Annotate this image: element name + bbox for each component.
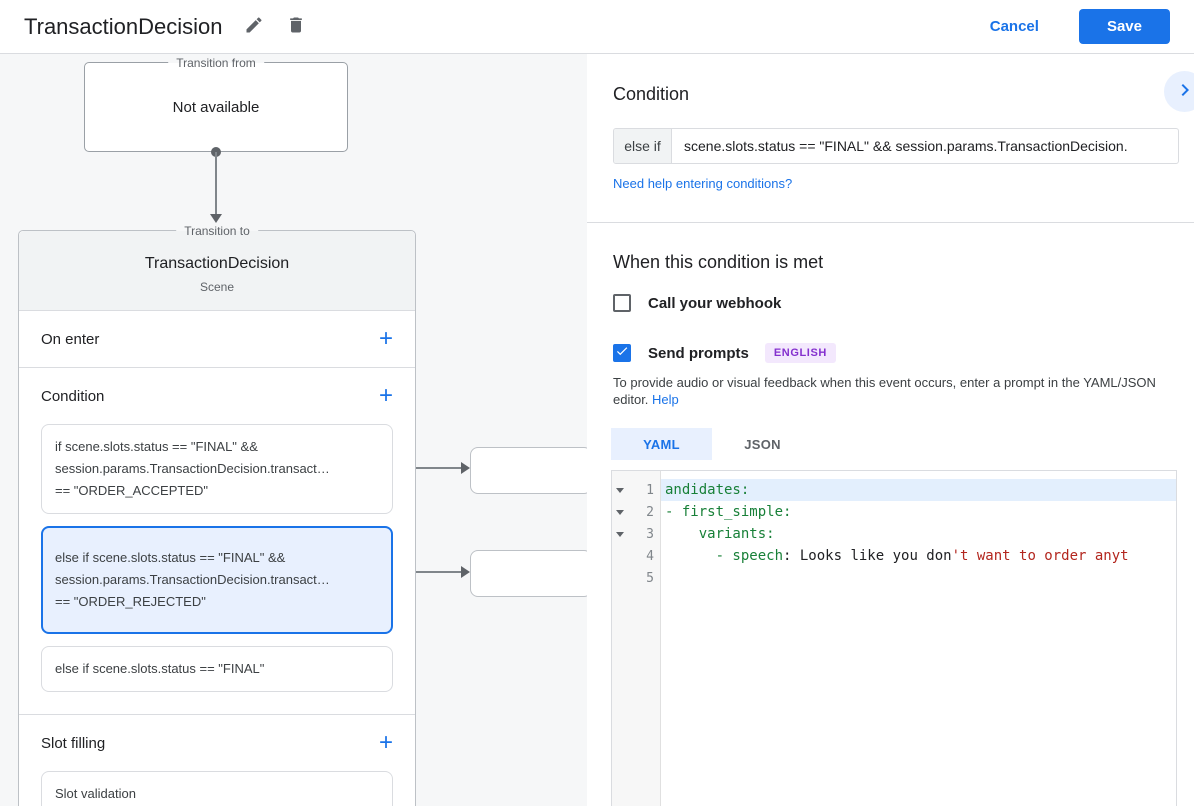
conditions-help-link[interactable]: Need help entering conditions? — [613, 176, 793, 191]
scene-card-header: TransactionDecision Scene — [19, 231, 415, 311]
section-divider — [587, 222, 1194, 223]
scene-card-subtitle: Scene — [199, 280, 235, 294]
condition-section: Condition + if scene.slots.status == "FI… — [19, 368, 415, 715]
arrow-down-icon — [210, 214, 222, 223]
main-area: Transition from Not available Transition… — [0, 54, 1194, 806]
transition-from-value: Not available — [172, 99, 260, 116]
collapse-panel-button[interactable] — [1164, 71, 1194, 112]
language-badge: ENGLISH — [764, 343, 836, 363]
condition-text: == "ORDER_ACCEPTED" — [55, 483, 208, 498]
scene-card-title: TransactionDecision — [144, 255, 290, 272]
arrow-right-icon — [461, 566, 470, 578]
add-condition-button[interactable]: + — [378, 382, 393, 409]
line-number: 5 — [646, 570, 654, 586]
condition-text: if scene.slots.status == "FINAL" && — [55, 439, 258, 454]
code-token: : — [783, 548, 800, 564]
connector-line — [403, 467, 465, 469]
save-button[interactable]: Save — [1078, 9, 1170, 44]
condition-text: else if scene.slots.status == "FINAL" && — [55, 550, 286, 565]
code-token: 't want to order anyt — [951, 548, 1129, 564]
title-actions — [243, 16, 307, 38]
line-number: 3 — [646, 526, 654, 542]
condition-expression-input[interactable]: scene.slots.status == "FINAL" && session… — [684, 138, 1128, 154]
transition-from-legend: Transition from — [168, 55, 264, 71]
fold-arrow-icon[interactable] — [616, 509, 624, 515]
tab-json[interactable]: JSON — [712, 428, 813, 460]
slot-filling-label: Slot filling — [41, 734, 106, 752]
code-line-3[interactable]: variants: — [661, 523, 1176, 545]
send-prompts-label: Send prompts — [648, 344, 749, 362]
code-token: - speech — [665, 548, 784, 564]
call-webhook-row[interactable]: Call your webhook — [613, 294, 781, 312]
fold-arrow-icon[interactable] — [616, 531, 624, 537]
page-title: TransactionDecision — [24, 13, 223, 39]
condition-input-row: else if scene.slots.status == "FINAL" &&… — [613, 128, 1179, 164]
top-bar: TransactionDecision Cancel Save — [0, 0, 1194, 54]
line-number: 2 — [646, 504, 654, 520]
transition-from-box[interactable]: Transition from Not available — [84, 55, 348, 152]
condition-detail-panel: Condition else if scene.slots.status == … — [587, 54, 1194, 806]
pencil-icon — [244, 15, 264, 38]
editor-tabs: YAML JSON — [611, 428, 813, 460]
arrow-right-icon — [461, 462, 470, 474]
send-prompts-row[interactable]: Send prompts ENGLISH — [613, 343, 836, 363]
code-token: andidates: — [665, 482, 750, 498]
condition-text: session.params.TransactionDecision.trans… — [55, 572, 330, 587]
transition-target-box[interactable] — [470, 447, 592, 494]
add-on-enter-button[interactable]: + — [378, 325, 393, 352]
editor-gutter: 1 2 3 4 5 — [612, 471, 661, 806]
code-token: Looks like you don — [799, 548, 952, 564]
code-token: variants: — [665, 526, 775, 542]
tab-yaml[interactable]: YAML — [611, 428, 712, 460]
slot-validation-card[interactable]: Slot validation — [41, 771, 393, 806]
trash-icon — [286, 15, 306, 38]
prompt-hint: To provide audio or visual feedback when… — [613, 374, 1189, 408]
condition-prefix: else if — [614, 129, 672, 163]
yaml-editor: 1 2 3 4 5 and — [611, 470, 1177, 806]
line-number: 1 — [646, 482, 654, 498]
scene-card: Transition to TransactionDecision Scene … — [18, 223, 416, 806]
condition-card-final[interactable]: else if scene.slots.status == "FINAL" — [41, 646, 393, 692]
transition-target-box[interactable] — [470, 550, 592, 597]
edit-button[interactable] — [243, 16, 265, 38]
check-icon — [615, 344, 629, 363]
code-line-4[interactable]: - speech: Looks like you don't want to o… — [661, 545, 1176, 567]
add-slot-button[interactable]: + — [378, 729, 393, 756]
condition-card-accepted[interactable]: if scene.slots.status == "FINAL" && sess… — [41, 424, 393, 514]
webhook-checkbox[interactable] — [613, 294, 631, 312]
prompt-hint-text: To provide audio or visual feedback when… — [613, 375, 1156, 407]
hint-help-link[interactable]: Help — [652, 392, 679, 407]
send-prompts-checkbox[interactable] — [613, 344, 631, 362]
line-number: 4 — [646, 548, 654, 564]
condition-heading: Condition — [613, 84, 690, 104]
editor-code-area[interactable]: andidates: - first_simple: variants: - s… — [661, 471, 1176, 806]
connector-line — [215, 152, 217, 214]
cancel-button[interactable]: Cancel — [989, 18, 1039, 35]
transition-to-legend: Transition to — [176, 223, 258, 239]
connector-line — [403, 571, 465, 573]
code-line-1[interactable]: andidates: — [661, 479, 1176, 501]
condition-text: else if scene.slots.status == "FINAL" — [55, 661, 265, 676]
on-enter-label: On enter — [41, 330, 100, 348]
code-line-5[interactable] — [661, 567, 1176, 589]
slot-card-label: Slot validation — [55, 786, 136, 801]
scene-flow-canvas: Transition from Not available Transition… — [0, 54, 592, 806]
condition-section-label: Condition — [41, 387, 105, 405]
slot-filling-section: Slot filling + Slot validation — [19, 715, 415, 806]
webhook-label: Call your webhook — [648, 294, 782, 312]
fold-arrow-icon[interactable] — [616, 487, 624, 493]
condition-text: session.params.TransactionDecision.trans… — [55, 461, 330, 476]
delete-button[interactable] — [285, 16, 307, 38]
code-line-2[interactable]: - first_simple: — [661, 501, 1176, 523]
condition-card-rejected-selected[interactable]: else if scene.slots.status == "FINAL" &&… — [41, 526, 393, 634]
on-enter-section: On enter + — [19, 311, 415, 368]
condition-met-heading: When this condition is met — [613, 252, 824, 272]
condition-text: == "ORDER_REJECTED" — [55, 594, 206, 609]
code-token: - first_simple: — [665, 504, 792, 520]
chevron-right-icon — [1173, 78, 1194, 105]
